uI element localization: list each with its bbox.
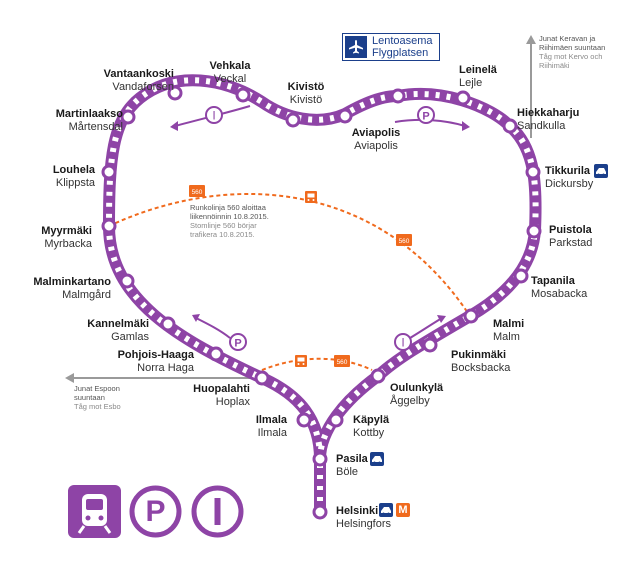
station-marker-kannelmaki <box>160 316 176 332</box>
outer-ring-p-icon: P <box>129 485 182 538</box>
station-marker-tikkurila <box>525 164 541 180</box>
direction-arrow-outer <box>394 118 470 131</box>
train-front-icon <box>68 485 121 538</box>
station-marker-ilmala <box>296 412 312 428</box>
station-marker-pasila <box>312 451 328 467</box>
ring-i-circle-top: I <box>205 106 223 124</box>
ring-p-circle-bottom: P <box>229 333 247 351</box>
station-marker-pukinmaki <box>422 337 438 353</box>
direction-arrow-outer-south <box>192 314 231 339</box>
svg-text:I: I <box>401 336 404 350</box>
station-marker-oulunkyla <box>370 368 386 384</box>
train-icon <box>370 452 384 466</box>
svg-text:P: P <box>422 111 429 123</box>
bus-badge-560: 560 <box>189 185 205 197</box>
inner-ring-i-icon <box>191 485 244 538</box>
station-marker-martinlaakso <box>120 109 136 125</box>
metro-icon: M <box>396 503 410 517</box>
station-marker-huopalahti <box>254 370 270 386</box>
note-kerava: Junat Keravan ja Riihimäen suuntaan Tåg … <box>539 34 606 70</box>
airplane-icon <box>345 36 367 58</box>
station-marker-tapanila <box>513 268 529 284</box>
rail-line <box>103 74 542 512</box>
station-marker-malminkartano <box>119 273 135 289</box>
svg-text:560: 560 <box>192 189 203 196</box>
svg-text:560: 560 <box>399 238 410 245</box>
note-espoo: Junat Espoon suuntaan Tåg mot Esbo <box>74 384 121 411</box>
station-marker-kivisto <box>285 112 301 128</box>
bus-badge-560: 560 <box>334 355 350 367</box>
svg-text:P: P <box>234 338 241 350</box>
station-marker-vantaankoski <box>167 85 183 101</box>
bus-line-560: 560 560 560 <box>108 185 471 371</box>
station-marker-helsinki <box>312 504 328 520</box>
station-marker-puistola <box>526 223 542 239</box>
station-marker-lentoasema <box>390 88 406 104</box>
station-markers <box>101 85 542 520</box>
ring-i-circle-bottom: I <box>394 333 412 351</box>
svg-text:I: I <box>212 109 215 123</box>
station-marker-vehkala <box>235 87 251 103</box>
station-marker-aviapolis <box>337 108 353 124</box>
station-marker-myyrmaki <box>101 218 117 234</box>
airport-box: Lentoasema Flygplatsen <box>342 33 440 61</box>
ring-p-circle-top: P <box>417 106 435 124</box>
arrow-espoo <box>65 373 258 383</box>
station-marker-malmi <box>463 308 479 324</box>
station-name-sv: Flygplatsen <box>372 47 429 59</box>
direction-arrow-inner-south <box>409 315 446 339</box>
note-bus-560: Runkolinja 560 aloittaa liikennöinnin 10… <box>190 203 269 239</box>
station-marker-louhela <box>101 164 117 180</box>
bus-icon <box>305 191 317 203</box>
svg-text:P: P <box>145 495 165 528</box>
train-icon <box>594 164 608 178</box>
station-marker-pohjois-haaga <box>208 346 224 362</box>
station-marker-hiekkaharju <box>502 118 518 134</box>
train-icon <box>379 503 393 517</box>
bus-icon <box>295 355 307 367</box>
svg-text:560: 560 <box>337 359 348 366</box>
bus-badge-560: 560 <box>396 234 412 246</box>
station-marker-kapyla <box>328 412 344 428</box>
station-marker-leinela <box>455 90 471 106</box>
arrow-kerava <box>526 35 536 138</box>
station-name-fi: Lentoasema <box>372 35 433 47</box>
